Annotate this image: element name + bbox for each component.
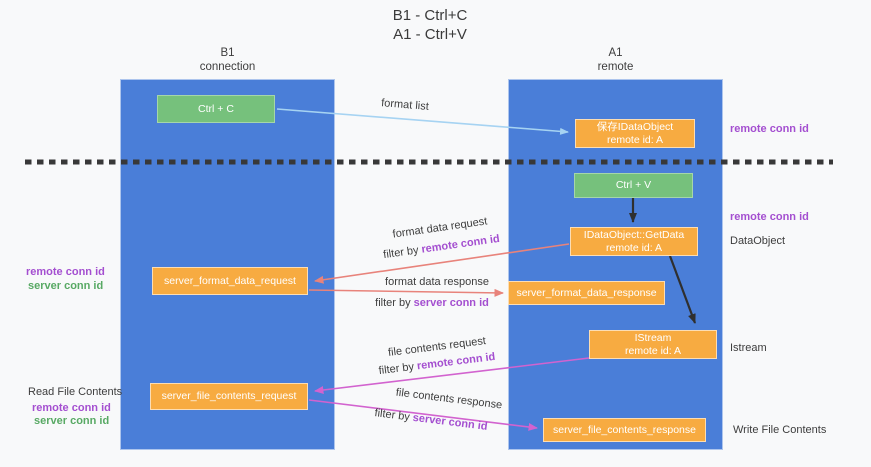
annotation-dataobject: DataObject	[730, 235, 786, 247]
node-server-file-contents-request-label: server_file_contents_request	[161, 390, 297, 402]
node-server-format-data-response-label: server_format_data_response	[516, 286, 657, 299]
filter-by-text: filter by	[378, 360, 418, 378]
node-server-file-contents-response-label: server_file_contents_response	[552, 423, 696, 436]
filter-by-text: filter by	[375, 297, 414, 309]
filter-key-server-conn-id: server conn id	[413, 297, 489, 309]
node-server-file-contents-response: server_file_contents_response	[543, 418, 706, 442]
edge-label-file-contents-response: file contents response	[395, 386, 503, 412]
node-istream-line1: IStream	[634, 331, 672, 344]
lane-b1-title: B1	[220, 47, 235, 59]
node-istream-line2: remote id: A	[624, 344, 682, 357]
annotation-left-remote-conn-id-1: remote conn id	[26, 266, 105, 278]
lane-header-a1: A1 remote	[508, 46, 723, 74]
annotation-left-remote-conn-id-2: remote conn id	[32, 402, 111, 414]
node-server-format-data-request: server_format_data_request	[152, 267, 308, 295]
annotation-istream: Istream	[730, 342, 767, 354]
node-ctrl-v-label: Ctrl + V	[615, 179, 652, 191]
filter-key-remote-conn-id: remote conn id	[420, 232, 501, 256]
annotation-remote-conn-id-mid: remote conn id	[730, 211, 809, 223]
node-ctrl-c: Ctrl + C	[157, 95, 275, 123]
node-save-dataobject: 保存IDataObject remote id: A	[575, 119, 695, 148]
title-line-1: B1 - Ctrl+C	[392, 7, 468, 24]
lane-a1-title: A1	[608, 47, 623, 59]
node-save-dataobject-line1: 保存IDataObject	[596, 120, 674, 133]
diagram-title: B1 - Ctrl+C A1 - Ctrl+V	[315, 6, 545, 44]
node-istream: IStream remote id: A	[589, 330, 717, 359]
lane-a1-subtitle: remote	[597, 61, 634, 73]
title-line-2: A1 - Ctrl+V	[393, 26, 467, 43]
annotation-left-server-conn-id-2: server conn id	[34, 415, 110, 427]
filter-key-server-conn-id: server conn id	[412, 411, 489, 433]
annotation-read-file-contents: Read File Contents	[28, 386, 123, 398]
node-save-dataobject-line2: remote id: A	[606, 133, 664, 146]
node-getdata-line1: IDataObject::GetData	[583, 228, 685, 241]
edge-label-filter-server-2: filter by server conn id	[372, 407, 491, 433]
edge-label-filter-server-1: filter by server conn id	[373, 297, 491, 309]
filter-by-text: filter by	[373, 407, 414, 424]
annotation-left-server-conn-id-1: server conn id	[28, 280, 104, 292]
node-server-format-data-response: server_format_data_response	[508, 281, 665, 305]
edge-label-format-list: format list	[380, 97, 430, 113]
lane-b1-subtitle: connection	[199, 61, 256, 73]
annotation-remote-conn-id-top: remote conn id	[730, 123, 809, 135]
node-server-format-data-request-label: server_format_data_request	[164, 274, 296, 287]
edge-format-data-response	[308, 288, 504, 297]
lane-header-b1: B1 connection	[120, 46, 335, 74]
node-getdata-line2: remote id: A	[605, 241, 663, 254]
edge-label-format-data-response: format data response	[385, 276, 489, 288]
annotation-write-file-contents: Write File Contents	[733, 424, 827, 436]
node-ctrl-v: Ctrl + V	[574, 173, 693, 198]
node-ctrl-c-label: Ctrl + C	[198, 102, 234, 115]
node-getdata: IDataObject::GetData remote id: A	[570, 227, 698, 256]
filter-by-text: filter by	[382, 243, 423, 262]
node-server-file-contents-request: server_file_contents_request	[150, 383, 308, 410]
